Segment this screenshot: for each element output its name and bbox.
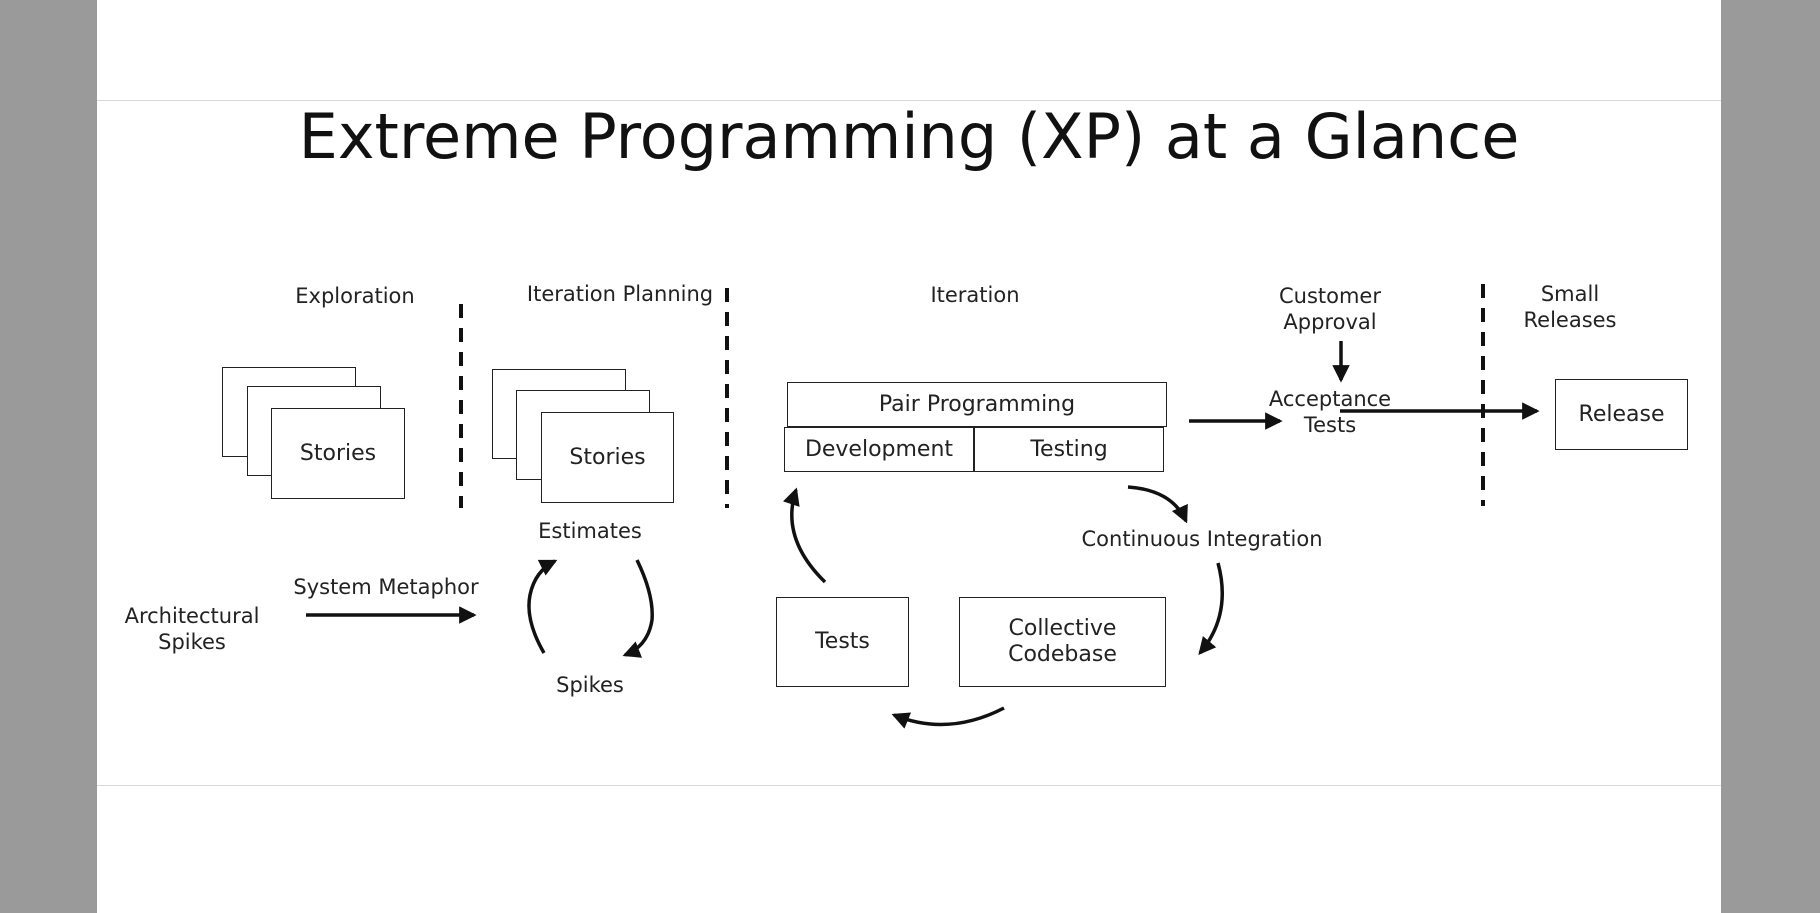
bottom-divider	[97, 785, 1721, 786]
system-metaphor-label: System Metaphor	[293, 575, 479, 599]
development-box: Development	[784, 427, 974, 472]
stories-card-exploration: Stories	[271, 408, 405, 499]
tests-box: Tests	[776, 597, 909, 687]
collective-codebase-box: Collective Codebase	[959, 597, 1166, 687]
estimates-to-spikes-arrow	[622, 559, 654, 658]
slide-title: Extreme Programming (XP) at a Glance	[298, 100, 1520, 173]
spikes-label: Spikes	[556, 673, 624, 697]
release-box: Release	[1555, 379, 1688, 450]
top-divider	[97, 100, 1721, 101]
pair-programming-box: Pair Programming	[787, 382, 1167, 427]
phase-small-releases: Small Releases	[1523, 282, 1617, 332]
estimates-label: Estimates	[538, 519, 642, 543]
codebase-to-tests-arrow	[891, 706, 1005, 729]
architectural-spikes-label: Architectural Spikes	[124, 604, 260, 654]
phase-iteration-planning: Iteration Planning	[526, 282, 714, 306]
continuous-integration-label: Continuous Integration	[1081, 527, 1323, 551]
integration-arrow-start	[1127, 485, 1188, 524]
tests-to-development-arrow	[783, 487, 827, 584]
continuous-integration-arrow	[1198, 562, 1225, 656]
phase-exploration: Exploration	[295, 284, 415, 308]
connectors	[306, 284, 1540, 729]
phase-iteration: Iteration	[930, 283, 1020, 307]
testing-box: Testing	[974, 427, 1164, 472]
acceptance-tests-label: Acceptance Tests	[1268, 387, 1392, 437]
slide: Extreme Programming (XP) at a Glance Exp…	[97, 0, 1721, 913]
stories-card-planning: Stories	[541, 412, 674, 503]
spikes-to-estimates-arrow	[527, 559, 558, 654]
phase-customer-approval: Customer Approval	[1278, 284, 1381, 334]
